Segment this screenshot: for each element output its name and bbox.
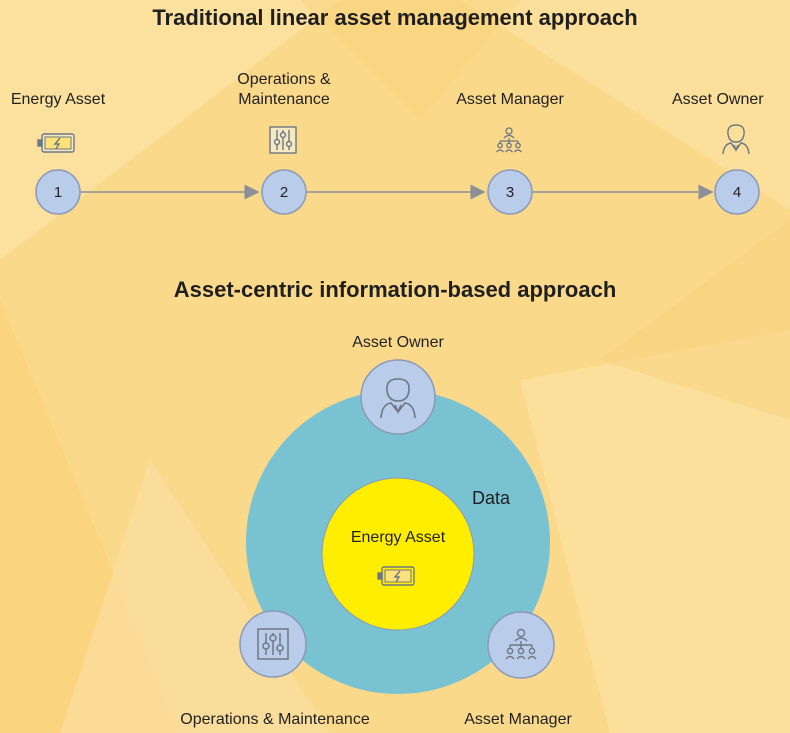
linear-stage-1-label: Energy Asset xyxy=(10,91,106,108)
node-number: 3 xyxy=(506,184,514,201)
linear-node-2: 2 xyxy=(261,169,307,215)
node-number: 2 xyxy=(280,184,288,201)
org-chart-icon xyxy=(496,127,522,153)
linear-node-3: 3 xyxy=(487,169,533,215)
energy-asset-core-label: Energy Asset xyxy=(350,529,446,546)
satellite-asset-owner xyxy=(360,359,436,435)
linear-section-title: Traditional linear asset management appr… xyxy=(152,5,638,30)
org-chart-icon xyxy=(505,628,537,660)
battery-icon xyxy=(377,566,415,586)
battery-icon xyxy=(37,133,75,153)
satellite-manager-label: Asset Manager xyxy=(464,711,572,728)
linear-node-1: 1 xyxy=(35,169,81,215)
node-number: 4 xyxy=(733,184,741,201)
satellite-asset-manager xyxy=(487,611,555,679)
energy-asset-core xyxy=(321,477,475,631)
linear-stage-4-label: Asset Owner xyxy=(672,91,764,108)
satellite-operations-maintenance xyxy=(239,610,307,678)
person-icon xyxy=(722,124,750,155)
person-icon xyxy=(380,378,416,419)
linear-stage-3-label: Asset Manager xyxy=(456,91,564,108)
satellite-operations-label: Operations & Maintenance xyxy=(180,711,370,728)
linear-stage-2-label: Operations & Maintenance xyxy=(237,71,331,108)
centric-section-title: Asset-centric information-based approach xyxy=(173,277,617,302)
linear-node-4: 4 xyxy=(714,169,760,215)
equalizer-icon xyxy=(269,126,297,154)
satellite-owner-label: Asset Owner xyxy=(352,334,444,351)
node-number: 1 xyxy=(54,184,62,201)
equalizer-icon xyxy=(257,628,289,660)
data-ring-label: Data xyxy=(472,488,511,508)
